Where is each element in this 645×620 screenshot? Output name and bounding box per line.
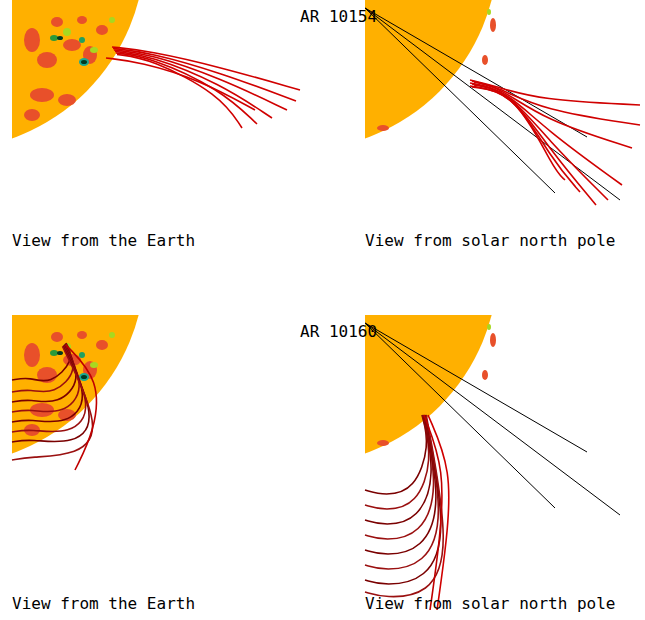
magnetogram-spot	[51, 17, 63, 27]
magnetogram-spot	[30, 88, 54, 102]
field-line	[472, 81, 640, 125]
field-line	[12, 345, 82, 422]
magnetogram-spot	[96, 25, 108, 35]
sun-disc	[12, 315, 145, 465]
field-line	[365, 415, 438, 569]
magnetogram-spot	[490, 18, 496, 32]
magnetogram-core	[81, 375, 87, 379]
magnetogram-spot	[482, 55, 488, 65]
sun-disc	[12, 315, 145, 465]
field-line	[116, 53, 257, 124]
line-of-sight	[365, 8, 587, 137]
magnetogram-core	[57, 351, 63, 355]
region-title: AR 10154	[300, 8, 377, 26]
view-caption: View from solar north pole	[365, 595, 615, 613]
line-of-sight	[365, 323, 587, 452]
magnetogram-core	[81, 60, 87, 64]
magnetogram-spot	[24, 109, 40, 121]
sun-disc	[12, 0, 145, 150]
field-line	[470, 83, 622, 185]
field-line	[474, 85, 596, 205]
magnetogram-spot	[482, 370, 488, 380]
field-line	[12, 347, 93, 461]
magnetogram-spot	[487, 9, 491, 15]
field-line	[472, 84, 608, 200]
magnetogram-spot	[77, 331, 87, 339]
magnetogram-spot	[50, 35, 58, 41]
field-line	[365, 415, 433, 539]
magnetogram-spot	[77, 16, 87, 24]
field-line	[106, 58, 255, 110]
magnetogram-spot	[490, 333, 496, 347]
magnetogram-spot	[24, 28, 40, 52]
magnetogram-spot	[109, 332, 115, 338]
magnetogram-spot	[109, 17, 115, 23]
magnetogram-spot	[377, 440, 389, 446]
magnetogram-spot	[58, 94, 76, 106]
line-of-sight	[365, 323, 555, 508]
magnetogram-spot	[96, 340, 108, 350]
field-line	[365, 415, 426, 494]
view-caption: View from solar north pole	[365, 232, 615, 250]
sun-disc	[12, 0, 145, 150]
magnetogram-spot	[63, 28, 71, 36]
view-caption: View from the Earth	[12, 232, 195, 250]
field-line	[12, 346, 89, 442]
magnetogram-spot	[51, 332, 63, 342]
field-line	[472, 87, 565, 180]
field-line	[115, 52, 272, 119]
line-of-sight	[365, 8, 620, 200]
magnetogram-spot	[487, 324, 491, 330]
magnetogram-spot	[24, 343, 40, 367]
magnetogram-spot	[37, 52, 57, 68]
field-line	[365, 415, 441, 584]
magnetogram-spot	[50, 350, 58, 356]
magnetogram-core	[57, 36, 63, 40]
magnetogram-spot	[90, 362, 98, 368]
magnetogram-spot	[63, 39, 81, 51]
region-title: AR 10160	[300, 323, 377, 341]
field-line	[470, 86, 580, 192]
magnetogram-spot	[90, 47, 98, 53]
field-line	[365, 415, 431, 524]
field-line	[12, 343, 70, 381]
field-line	[365, 415, 443, 597]
view-caption: View from the Earth	[12, 595, 195, 613]
magnetogram-spot	[79, 373, 89, 381]
field-line	[66, 345, 96, 470]
field-line	[428, 415, 449, 610]
magnetogram-spot	[79, 37, 85, 43]
field-line	[117, 55, 242, 129]
field-line	[365, 415, 436, 554]
magnetogram-spot	[79, 352, 85, 358]
line-of-sight	[365, 323, 620, 515]
field-line	[12, 346, 86, 433]
magnetogram-spot	[377, 125, 389, 131]
field-line	[365, 415, 429, 509]
magnetogram-spot	[79, 58, 89, 66]
